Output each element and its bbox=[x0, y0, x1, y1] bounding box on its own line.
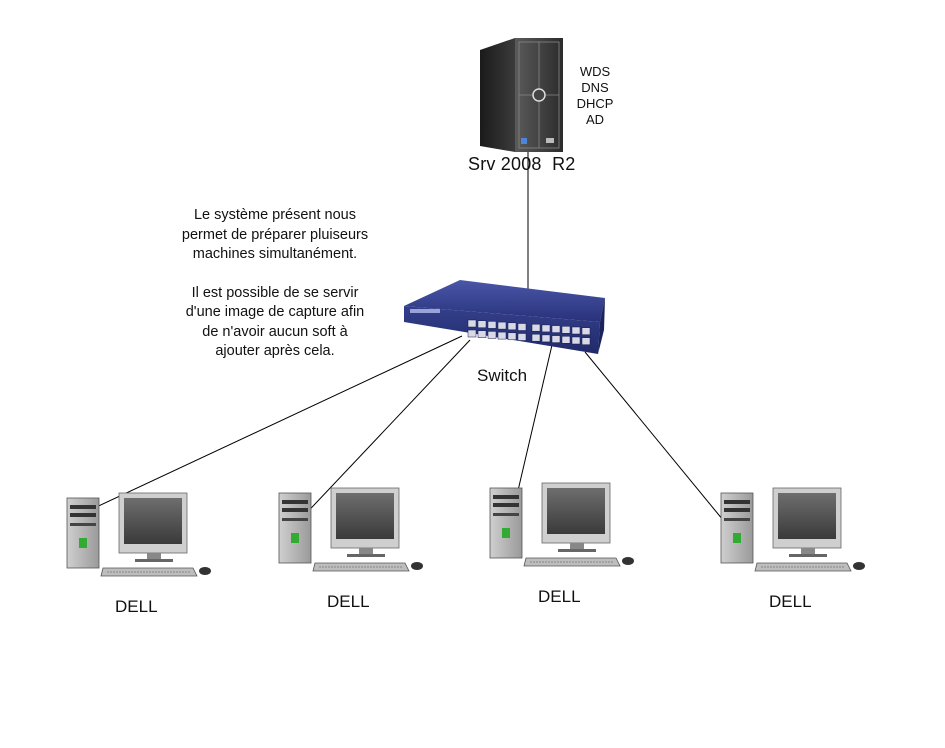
drive-bay bbox=[282, 500, 308, 504]
computer-icon-1 bbox=[66, 492, 211, 577]
computer-icon-4 bbox=[720, 487, 865, 572]
pc-label-2: DELL bbox=[327, 592, 370, 611]
pc-label-1: DELL bbox=[115, 597, 158, 616]
monitor-base bbox=[558, 549, 596, 552]
monitor-base bbox=[789, 554, 827, 557]
switch-port bbox=[571, 336, 581, 345]
monitor-base bbox=[347, 554, 385, 557]
drive-bay bbox=[493, 503, 519, 507]
drive-bay bbox=[70, 523, 96, 526]
tower-icon bbox=[278, 492, 312, 564]
switch-ports bbox=[467, 319, 591, 345]
drive-bay bbox=[724, 518, 750, 521]
server-label: Srv 2008 R2 bbox=[468, 154, 575, 175]
role-dhcp: DHCP bbox=[576, 96, 614, 111]
note-line: machines simultanément. bbox=[192, 246, 358, 262]
monitor-screen bbox=[778, 493, 836, 539]
monitor-base bbox=[135, 559, 173, 562]
switch-port bbox=[477, 330, 487, 338]
power-led bbox=[733, 533, 741, 543]
monitor-screen bbox=[336, 493, 394, 539]
monitor-stand bbox=[570, 543, 584, 549]
switch-port bbox=[487, 331, 497, 339]
note-line: permet de préparer pluiseurs bbox=[181, 226, 369, 243]
description-note: Le système présent nous permet de prépar… bbox=[150, 206, 400, 381]
note-paragraph-2: Il est possible de se servir d'une image… bbox=[150, 284, 400, 362]
drive-bay bbox=[70, 505, 96, 509]
switch-port bbox=[541, 334, 551, 343]
switch-label: Switch bbox=[477, 366, 528, 385]
drive-bay bbox=[493, 513, 519, 516]
note-line: de n'avoir aucun soft à bbox=[202, 323, 348, 340]
tower-icon bbox=[489, 487, 523, 559]
switch-port bbox=[551, 325, 561, 333]
switch-port bbox=[467, 319, 477, 328]
tower-icon bbox=[66, 497, 100, 569]
server-version: R2 bbox=[552, 154, 576, 174]
drive-bay bbox=[70, 513, 96, 517]
note-line: Le système présent nous bbox=[193, 207, 356, 223]
role-wds: WDS bbox=[579, 64, 611, 79]
link-switch-pc3 bbox=[512, 344, 553, 513]
switch-port bbox=[571, 326, 581, 335]
computers bbox=[66, 482, 865, 577]
switch-port bbox=[551, 335, 561, 343]
link-switch-pc2 bbox=[297, 339, 471, 523]
note-line: d'une image de capture afin bbox=[185, 304, 365, 320]
switch-icon bbox=[404, 280, 605, 354]
link-switch-pc4 bbox=[584, 351, 724, 521]
power-led bbox=[502, 528, 510, 538]
switch-port bbox=[487, 321, 497, 329]
drive-bay bbox=[724, 500, 750, 504]
power-led bbox=[79, 538, 87, 548]
role-ad: AD bbox=[585, 112, 605, 127]
server-icon bbox=[480, 38, 563, 152]
drive-bay bbox=[493, 495, 519, 499]
drive-bay bbox=[724, 508, 750, 512]
switch-port bbox=[507, 322, 517, 331]
switch-port bbox=[507, 332, 517, 341]
computer-icon-3 bbox=[489, 482, 634, 567]
link-switch-pc1 bbox=[89, 335, 463, 511]
mouse-icon bbox=[853, 562, 865, 570]
pc-label-3: DELL bbox=[538, 587, 581, 606]
drive-bay bbox=[282, 518, 308, 521]
switch-port bbox=[581, 337, 591, 345]
computer-icon-2 bbox=[278, 487, 423, 572]
pc-label-4: DELL bbox=[769, 592, 812, 611]
power-led bbox=[291, 533, 299, 543]
switch-port bbox=[531, 323, 541, 332]
drive-bay bbox=[282, 508, 308, 512]
note-line: ajouter après cela. bbox=[215, 343, 335, 359]
mouse-icon bbox=[622, 557, 634, 565]
switch-port bbox=[561, 336, 571, 344]
switch-port bbox=[531, 333, 541, 342]
monitor-screen bbox=[547, 488, 605, 534]
monitor-screen bbox=[124, 498, 182, 544]
role-dns: DNS bbox=[581, 80, 609, 95]
switch-port bbox=[541, 324, 551, 333]
server-name: Srv 2008 bbox=[468, 154, 542, 174]
tower-icon bbox=[720, 492, 754, 564]
switch-port bbox=[517, 323, 527, 331]
mouse-icon bbox=[411, 562, 423, 570]
switch-port bbox=[561, 326, 571, 334]
note-line: Il est possible de se servir bbox=[191, 284, 359, 301]
switch-port bbox=[497, 321, 507, 330]
switch-port bbox=[467, 329, 477, 338]
note-paragraph-1: Le système présent nous permet de prépar… bbox=[150, 206, 400, 265]
switch-port bbox=[497, 331, 507, 340]
monitor-stand bbox=[147, 553, 161, 559]
switch-port bbox=[581, 327, 591, 335]
switch-port bbox=[477, 320, 487, 328]
switch-port bbox=[517, 333, 527, 341]
monitor-stand bbox=[801, 548, 815, 554]
mouse-icon bbox=[199, 567, 211, 575]
server-roles: WDS DNS DHCP AD bbox=[560, 64, 630, 128]
monitor-stand bbox=[359, 548, 373, 554]
